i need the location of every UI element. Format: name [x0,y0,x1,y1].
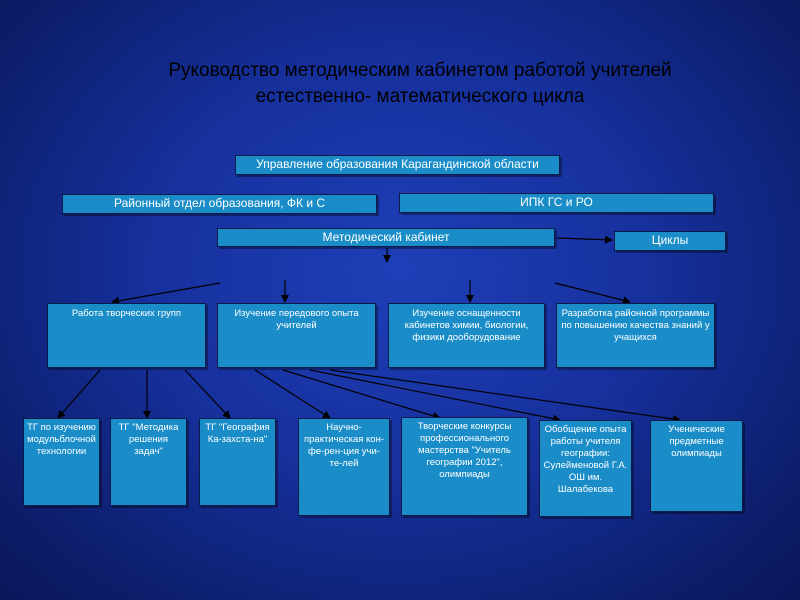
connector-b1-leaf3 [184,369,231,419]
title-line-1: Руководство методическим кабинетом работ… [168,60,672,81]
connector-cabinet-cycles [556,235,613,244]
leaf-experience-generalization: Обобщение опыта работы учителя географии… [539,420,632,517]
leaf-student-olympiads: Ученические предметные олимпиады [650,420,743,512]
connector-to-branch-4 [554,282,631,305]
connector-b2-leaf4 [254,369,331,419]
management-box: Управление образования Карагандинской об… [235,155,560,175]
cycles-box: Циклы [614,231,726,251]
connector-b2-leaf5 [282,369,441,420]
page-title: Руководство методическим кабинетом работ… [0,58,800,110]
leaf-problem-solving: ТГ "Методика решения задач" [110,418,187,506]
ipk-box: ИПК ГС и РО [399,193,714,213]
connector-b2-leaf6 [309,369,561,423]
leaf-kazakhstan-geography: ТГ "География Ка-захста-на" [199,418,276,506]
leaf-modular-technology: ТГ по изучению модульблочной технологии [23,418,100,506]
leaf-creative-contests: Творческие конкурсы профессионального ма… [401,417,528,516]
connector-b1-leaf1 [57,369,101,419]
leaf-teachers-conference: Научно-практическая кон-фе-рен-ция учи-т… [298,418,390,516]
connector-to-branch-1 [111,282,221,305]
branch-district-program: Разработка районной программы по повышен… [556,303,715,368]
branch-cabinet-equipment: Изучение оснащенности кабинетов химии, б… [388,303,545,368]
branch-advanced-experience: Изучение передового опыта учителей [217,303,376,368]
connector-b2-leaf7 [329,369,681,423]
cabinet-box: Методический кабинет [217,228,555,247]
branch-creative-groups: Работа творческих групп [47,303,206,368]
title-line-2: естественно- математического цикла [255,86,585,107]
district-box: Районный отдел образования, ФК и С [62,194,377,214]
